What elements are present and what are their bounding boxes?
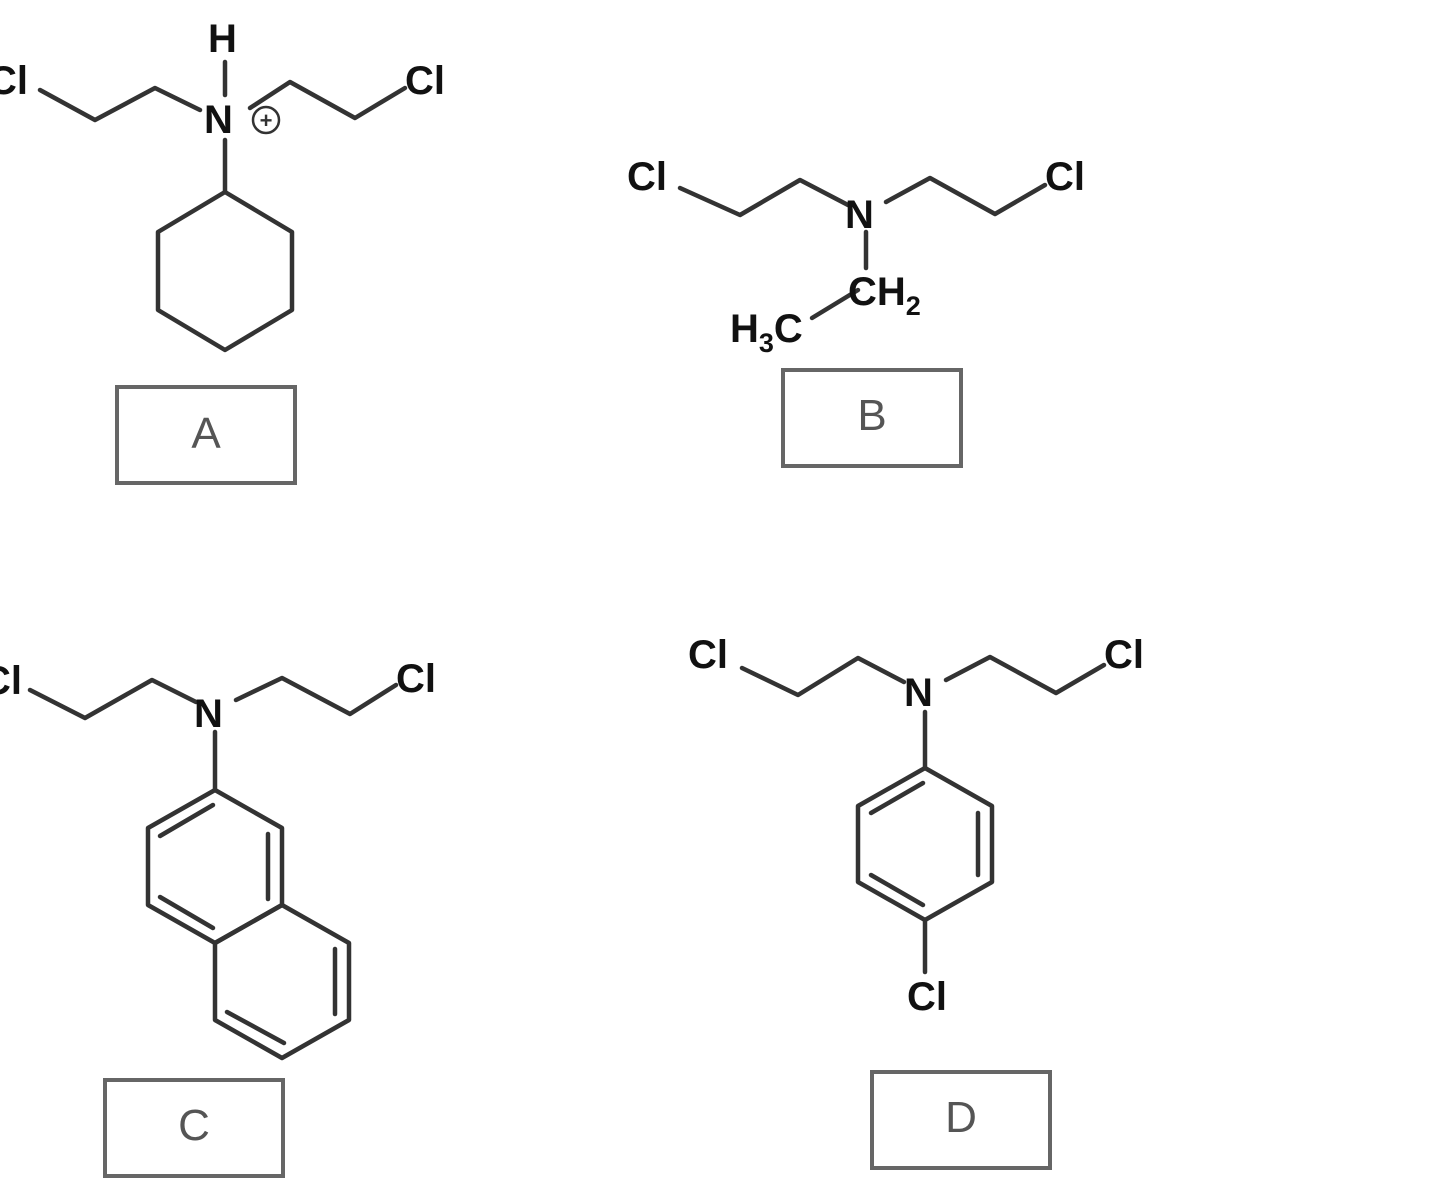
structure-b-label: B [857,391,886,440]
structure-a-bonds [37,59,408,353]
structure-d-label-box [870,1070,1052,1170]
structure-b-cl-left: Cl [627,155,667,199]
structure-a-nitrogen: N [204,98,233,142]
structure-d-label: D [945,1093,977,1142]
structure-d-nitrogen: N [904,671,933,715]
structure-c: Cl Cl N C [0,657,436,1178]
structure-c-label: C [178,1101,210,1150]
structure-a-charge-sign: + [260,108,273,133]
structure-a-cl-left: Cl [0,59,28,103]
structure-b: Cl Cl N CH2 H3C B [627,155,1085,468]
structure-d: Cl Cl N Cl D [688,633,1144,1170]
structure-b-h3c-subscript: 3 [759,328,774,358]
structure-a-hydrogen: H [208,17,237,61]
structure-d-cl-right: Cl [1104,633,1144,677]
structure-b-ch2-subscript: 2 [906,291,921,321]
structure-b-h3c-h: H [730,307,759,351]
structure-b-h3c-c: C [774,307,803,351]
structure-b-label-box [781,368,963,468]
structure-c-label-box [103,1078,285,1178]
structure-c-bonds [27,675,399,1061]
structure-a: Cl Cl H N + A [0,17,445,485]
structure-b-bonds [677,175,1048,321]
structure-a-charge-circle [251,105,281,135]
structure-b-nitrogen: N [845,193,874,237]
structure-c-cl-left: Cl [0,659,22,703]
structure-b-h3c-group: H3C [730,307,803,358]
structure-a-label-box [115,385,297,485]
structure-a-label: A [191,409,221,458]
structure-b-cl-right: Cl [1045,155,1085,199]
structure-d-cl-left: Cl [688,633,728,677]
structure-d-cl-para: Cl [907,975,947,1019]
structure-b-ch2: CH [848,270,906,314]
structure-a-cl-right: Cl [405,59,445,103]
structure-b-ch2-group: CH2 [848,270,921,321]
structure-c-cl-right: Cl [396,657,436,701]
structure-d-bonds [739,654,1107,975]
structure-c-nitrogen: N [194,692,223,736]
